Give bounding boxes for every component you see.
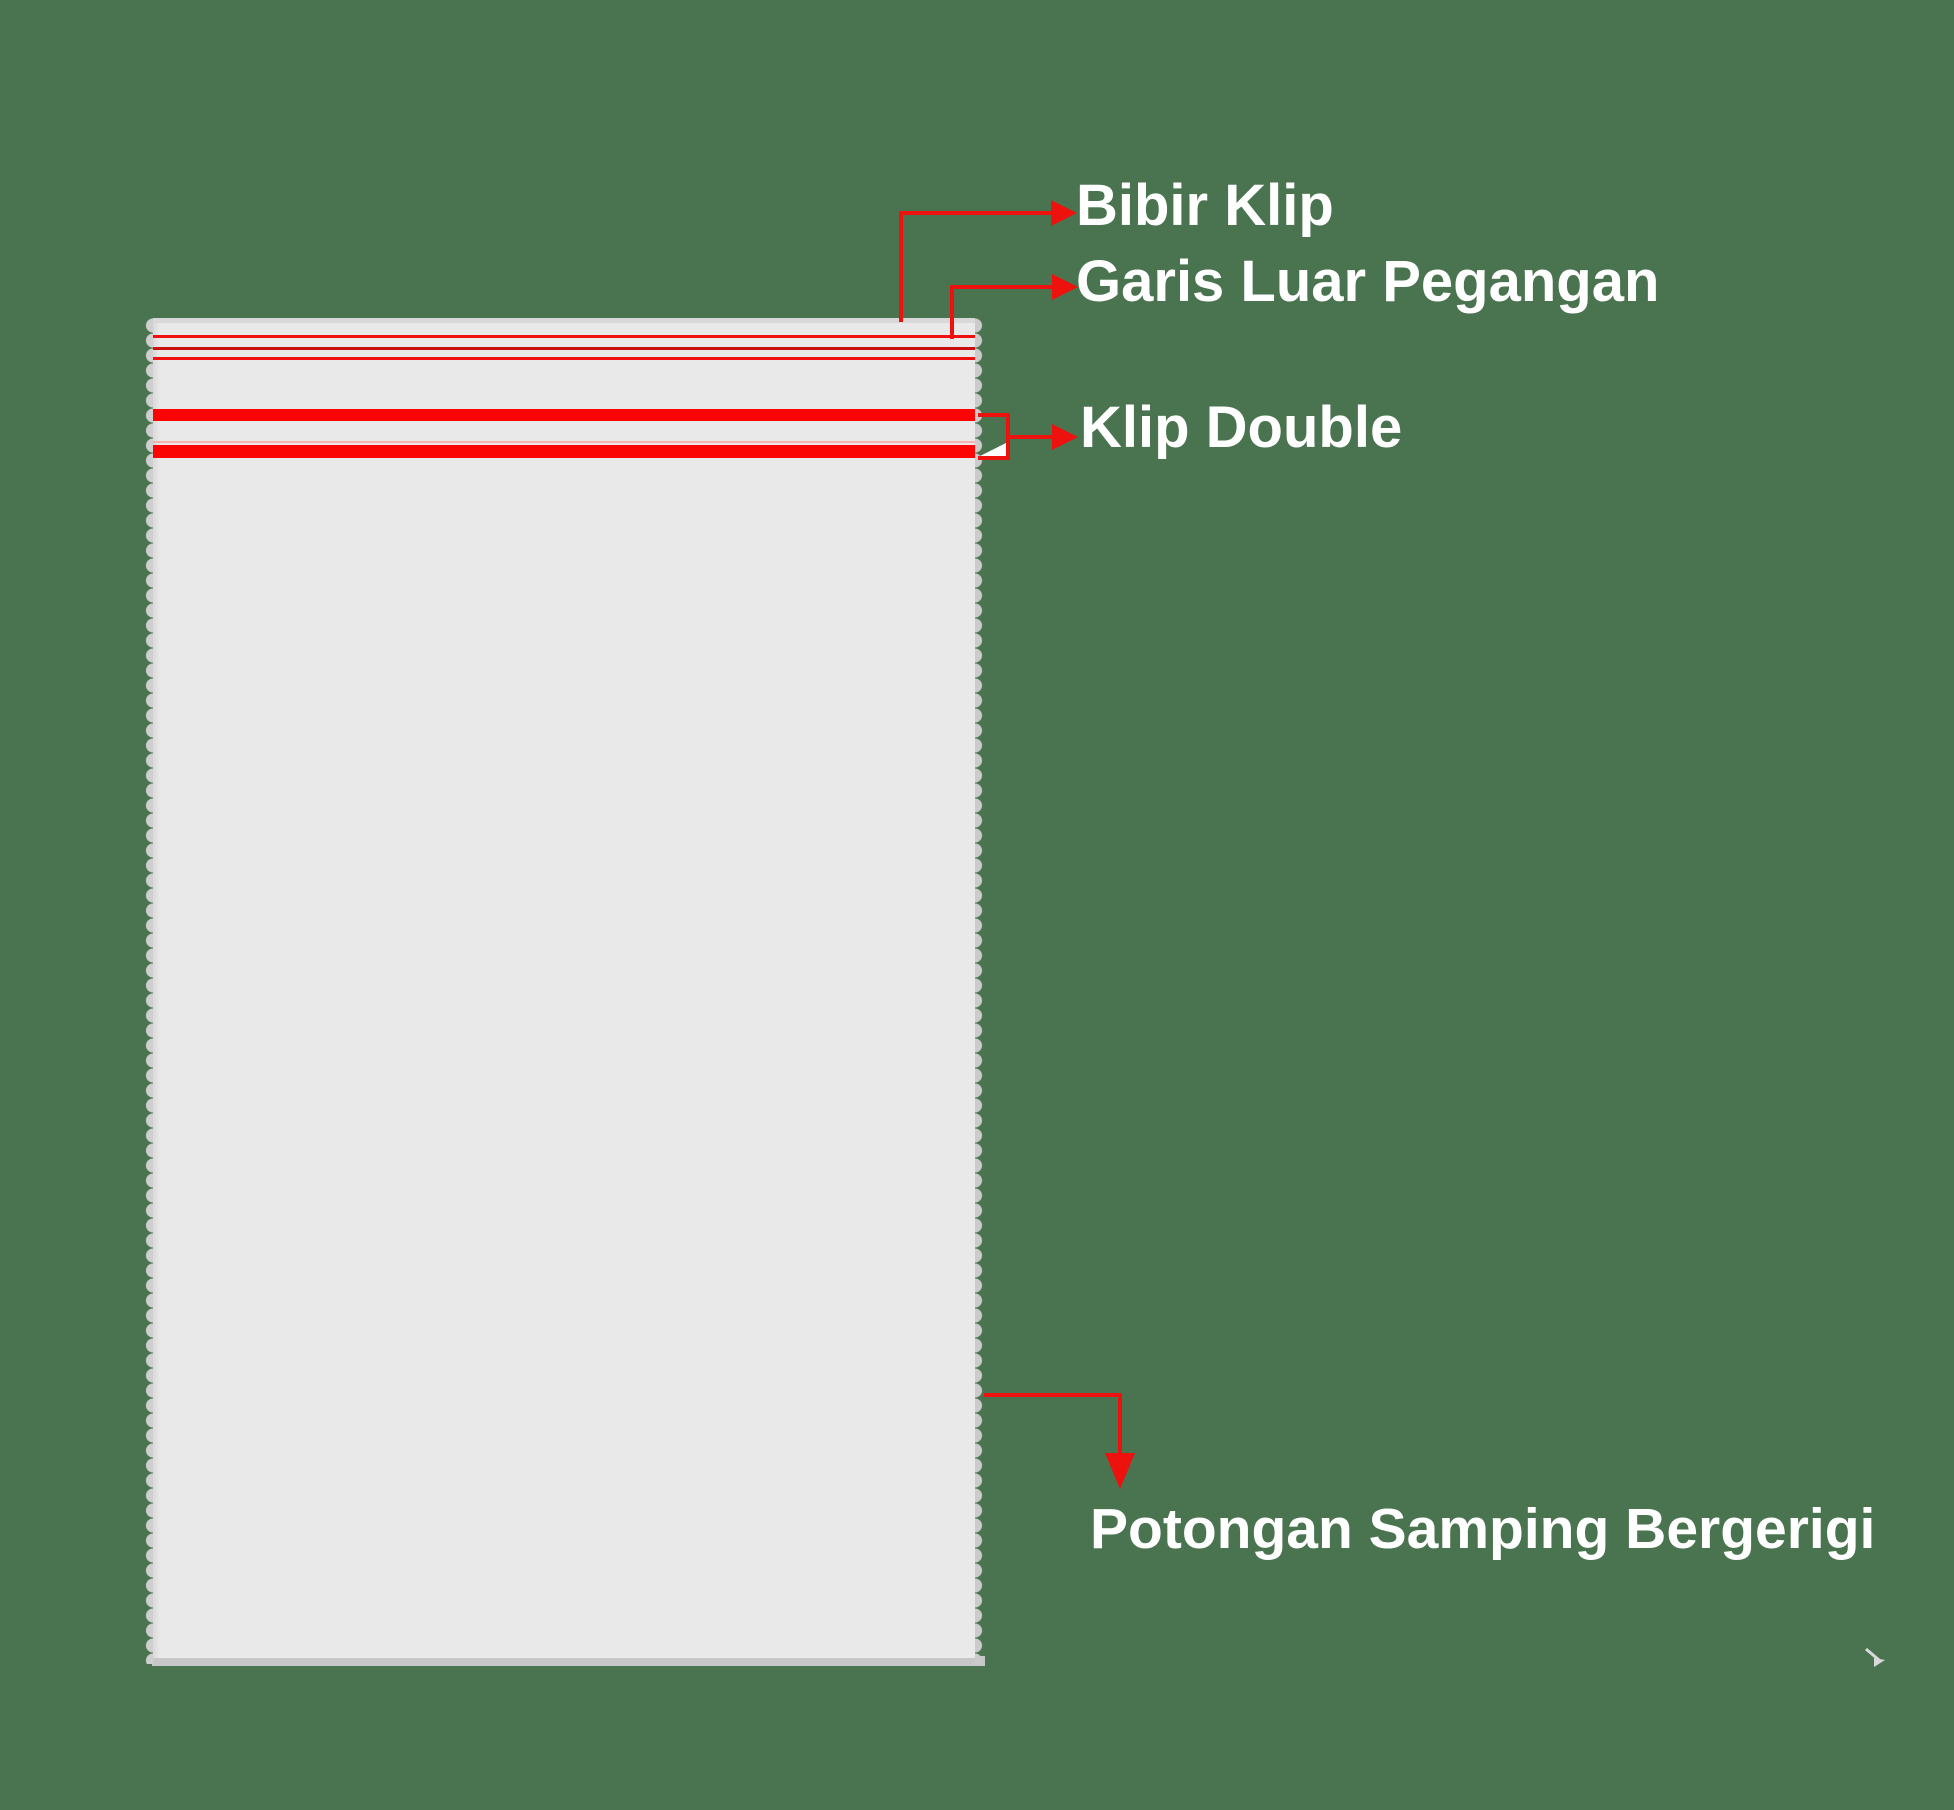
klip-double-leader-horizontal [1006, 435, 1052, 439]
bibir-klip-arrowhead-icon [1051, 200, 1077, 226]
clip-lip-line-1 [153, 335, 975, 338]
double-clip-band-2 [153, 445, 975, 458]
klip-double-bracket-top [978, 413, 1010, 417]
double-clip-faint-line [153, 441, 975, 443]
potongan-leader-horizontal [984, 1393, 1122, 1397]
bag-left-shade [153, 318, 160, 1658]
garis-luar-leader-horizontal [950, 285, 1052, 289]
double-clip-band-1 [153, 409, 975, 421]
label-potongan-samping-bergerigi: Potongan Samping Bergerigi [1090, 1497, 1876, 1561]
bibir-klip-leader-vertical [899, 211, 903, 322]
bibir-klip-leader-horizontal [899, 211, 1051, 215]
garis-luar-arrowhead-icon [1052, 274, 1078, 300]
serrated-edge-left [137, 318, 153, 1664]
label-klip-double: Klip Double [1080, 395, 1403, 460]
potongan-arrowhead-icon [1105, 1453, 1135, 1489]
serrated-edge-right [975, 318, 991, 1664]
label-garis-luar-pegangan: Garis Luar Pegangan [1076, 249, 1660, 314]
klip-double-arrowhead-icon [1052, 424, 1078, 450]
klip-double-bracket-bottom [978, 456, 1010, 460]
garis-luar-leader-vertical [950, 285, 954, 339]
label-bibir-klip: Bibir Klip [1076, 173, 1334, 238]
bag-top-edge [153, 318, 975, 323]
clip-lip-line-2 [153, 357, 975, 360]
bag-body [153, 318, 975, 1658]
bag-drop-shadow [152, 1656, 985, 1666]
grip-outer-line [153, 347, 975, 350]
potongan-leader-vertical [1118, 1393, 1122, 1455]
stray-mark-tip [1874, 1658, 1885, 1667]
